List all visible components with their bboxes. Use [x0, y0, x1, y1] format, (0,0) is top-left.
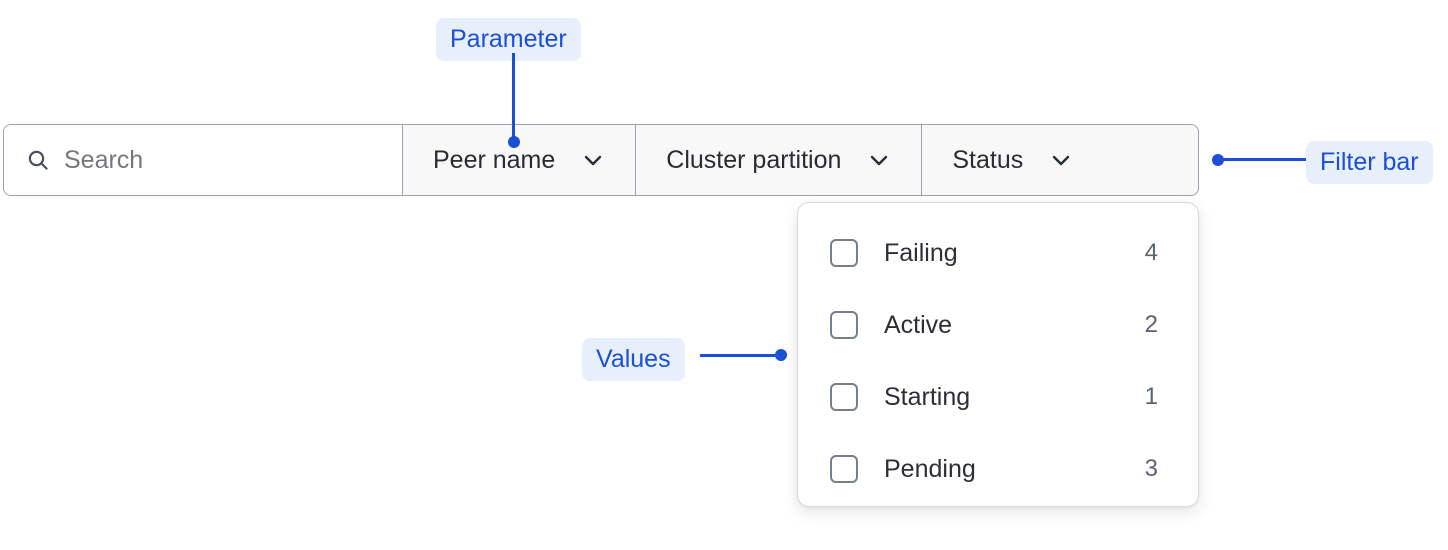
chevron-down-icon — [1053, 155, 1070, 166]
status-dropdown-panel: Failing 4 Active 2 Starting 1 Pending 3 — [797, 202, 1199, 507]
list-item[interactable]: Failing 4 — [798, 217, 1198, 289]
filter-dropdown-status[interactable]: Status — [922, 125, 1104, 195]
checkbox-failing[interactable] — [830, 239, 858, 267]
checkbox-active[interactable] — [830, 311, 858, 339]
annotation-leader-line-values — [700, 354, 782, 357]
filter-dropdown-cluster-partition[interactable]: Cluster partition — [636, 125, 923, 195]
filter-label: Peer name — [433, 145, 556, 174]
option-count: 1 — [1144, 383, 1158, 410]
search-icon — [28, 150, 48, 170]
checkbox-pending[interactable] — [830, 455, 858, 483]
option-count: 2 — [1144, 311, 1158, 338]
search-input[interactable] — [64, 145, 386, 175]
chevron-down-icon — [871, 155, 888, 166]
annotation-anchor-dot-filter-bar — [1212, 154, 1224, 166]
annotation-anchor-dot-values — [775, 349, 787, 361]
annotation-anchor-dot-parameter — [508, 136, 520, 148]
option-label: Pending — [884, 454, 976, 483]
annotation-leader-line-filter-bar — [1222, 158, 1306, 161]
checkbox-starting[interactable] — [830, 383, 858, 411]
option-count: 3 — [1144, 455, 1158, 482]
list-item[interactable]: Starting 1 — [798, 361, 1198, 433]
annotation-leader-line-parameter — [512, 53, 515, 142]
annotation-label-values: Values — [582, 338, 685, 381]
filter-dropdown-peer-name[interactable]: Peer name — [403, 125, 637, 195]
list-item[interactable]: Pending 3 — [798, 433, 1198, 505]
option-label: Active — [884, 310, 953, 339]
search-cell[interactable] — [4, 125, 403, 195]
chevron-down-icon — [585, 155, 602, 166]
list-item[interactable]: Active 2 — [798, 289, 1198, 361]
filter-label: Cluster partition — [666, 145, 842, 174]
annotation-label-parameter: Parameter — [436, 18, 581, 61]
annotation-label-filter-bar: Filter bar — [1306, 141, 1433, 184]
option-label: Starting — [884, 382, 971, 411]
filter-label: Status — [952, 145, 1024, 174]
option-count: 4 — [1144, 239, 1158, 266]
filter-bar: Peer name Cluster partition Status — [3, 124, 1199, 196]
option-label: Failing — [884, 238, 958, 267]
